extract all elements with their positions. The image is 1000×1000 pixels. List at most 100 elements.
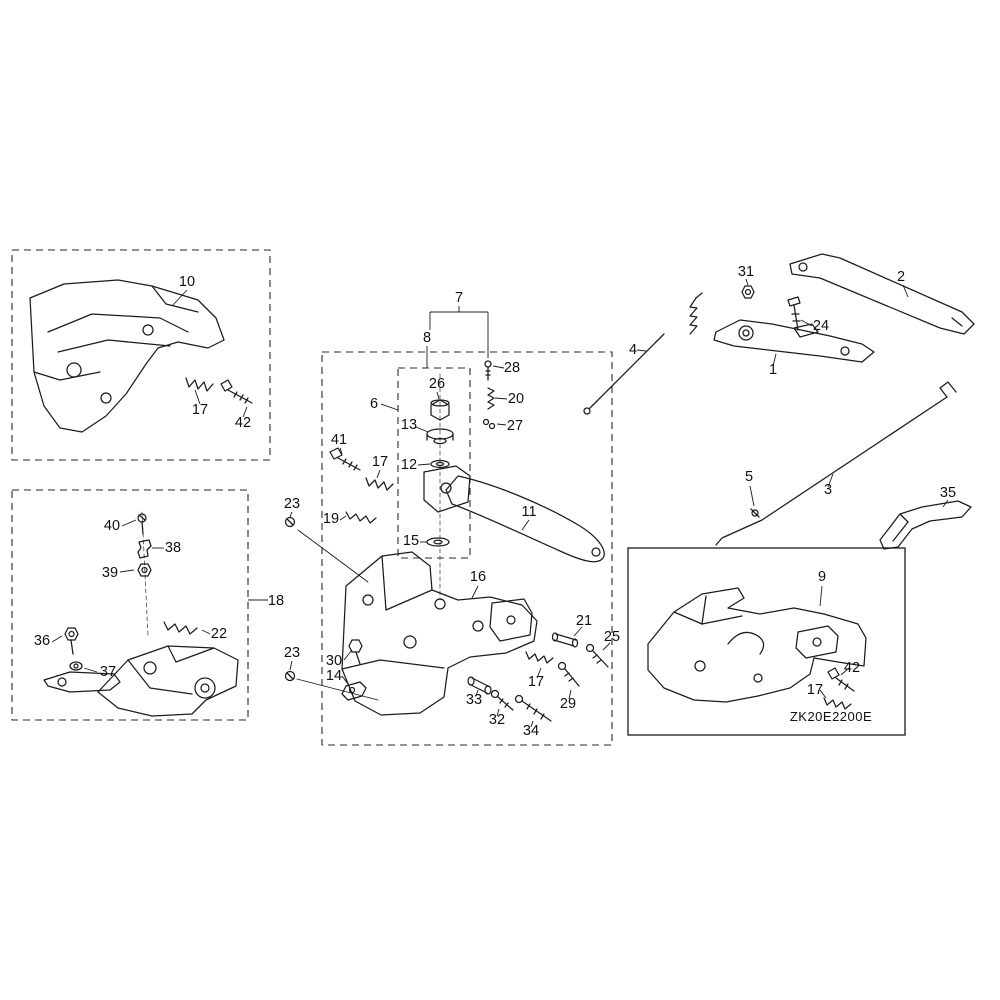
part-label-2: 2 xyxy=(897,269,905,285)
part-label-4: 4 xyxy=(629,342,637,358)
part-19-spring xyxy=(345,511,377,524)
part-label-7: 7 xyxy=(455,290,463,306)
part-label-17: 17 xyxy=(807,682,823,698)
part-label-37: 37 xyxy=(100,664,116,680)
part-15-washer xyxy=(426,537,450,547)
dashed-box-part-18 xyxy=(11,489,249,721)
part-label-38: 38 xyxy=(165,540,181,556)
part-label-19: 19 xyxy=(323,511,339,527)
part-label-32: 32 xyxy=(489,712,505,728)
part-label-10: 10 xyxy=(179,274,195,290)
part-16-base-plate xyxy=(341,551,538,716)
part-17-spring-center-lower xyxy=(525,651,554,664)
part-label-6: 6 xyxy=(370,396,378,412)
part-label-42: 42 xyxy=(844,660,860,676)
part-26-nut xyxy=(430,399,450,421)
part-6-shaft-stack xyxy=(426,373,454,601)
part-label-9: 9 xyxy=(818,569,826,585)
part-11-governor-arm xyxy=(423,465,605,563)
part-label-28: 28 xyxy=(504,360,520,376)
part-label-11: 11 xyxy=(521,504,536,520)
leader-lines xyxy=(51,278,949,728)
part-label-40: 40 xyxy=(104,518,120,534)
part-label-24: 24 xyxy=(813,318,829,334)
part-22-spring xyxy=(163,621,198,635)
part-label-33: 33 xyxy=(466,692,482,708)
part-label-17: 17 xyxy=(192,402,208,418)
part-label-17: 17 xyxy=(372,454,388,470)
part-17-spring-topleft xyxy=(185,377,214,392)
part-37-washer xyxy=(69,661,83,671)
part-40-screw xyxy=(137,513,147,535)
part-13-cup-washer xyxy=(426,428,454,445)
part-32-bolt xyxy=(490,689,514,711)
part-label-15: 15 xyxy=(403,533,419,549)
part-label-31: 31 xyxy=(738,264,754,280)
part-39-nut xyxy=(137,563,152,577)
part-5-clip xyxy=(750,508,760,518)
part-21-pin xyxy=(551,632,579,648)
part-23-screw-lower xyxy=(284,670,379,701)
solid-box-part-9 xyxy=(627,547,906,736)
part-label-29: 29 xyxy=(560,696,576,712)
part-27-clip xyxy=(482,418,496,430)
part-label-39: 39 xyxy=(102,565,118,581)
part-label-8: 8 xyxy=(423,330,431,346)
part-label-22: 22 xyxy=(211,626,227,642)
part-24-bolt xyxy=(787,296,801,331)
part-label-14: 14 xyxy=(326,668,342,684)
part-29-bolt xyxy=(557,661,580,687)
group-reference-boxes xyxy=(11,249,906,746)
part-20-spring xyxy=(487,387,495,410)
part-label-27: 27 xyxy=(507,418,523,434)
part-label-26: 26 xyxy=(429,376,445,392)
part-label-20: 20 xyxy=(508,391,524,407)
part-31-nut xyxy=(741,285,755,299)
dashed-box-part-6 xyxy=(397,367,471,559)
dashed-box-part-10 xyxy=(11,249,271,461)
part-38-fitting xyxy=(137,539,152,559)
part-36-bolt xyxy=(64,627,79,655)
part-37-lever xyxy=(43,671,121,693)
part-label-5: 5 xyxy=(745,469,753,485)
part-33-pin xyxy=(467,676,492,695)
part-41-bolt xyxy=(329,447,361,471)
part-18-bracket xyxy=(97,645,239,717)
part-23-screw-upper xyxy=(284,516,369,583)
part-label-42: 42 xyxy=(235,415,251,431)
part-12-washer xyxy=(430,459,450,469)
part-label-18: 18 xyxy=(268,593,284,609)
dashed-box-center-assembly xyxy=(321,351,613,746)
part-17-spring-box9 xyxy=(823,697,852,710)
part-9-control-base xyxy=(647,587,867,703)
part-label-16: 16 xyxy=(470,569,486,585)
part-label-3: 3 xyxy=(824,482,832,498)
part-25-bolt xyxy=(585,643,609,668)
part-3-choke-rod xyxy=(715,381,957,546)
part-17-spring-center-upper xyxy=(365,477,394,491)
part-34-bolt xyxy=(514,694,552,722)
part-label-41: 41 xyxy=(331,432,347,448)
part-4-spring xyxy=(583,292,703,415)
callout-bracket-7-8 xyxy=(426,306,489,368)
part-10-control-bracket xyxy=(29,279,225,433)
part-42-bolt-topleft xyxy=(220,379,253,404)
part-label-23: 23 xyxy=(284,496,300,512)
part-label-13: 13 xyxy=(401,417,417,433)
part-label-35: 35 xyxy=(940,485,956,501)
part-42-bolt-box9 xyxy=(827,667,855,692)
part-35-bracket xyxy=(879,500,972,550)
part-2-governor-rod-arm xyxy=(789,253,975,335)
part-label-25: 25 xyxy=(604,629,620,645)
part-label-30: 30 xyxy=(326,653,342,669)
part-label-12: 12 xyxy=(401,457,417,473)
part-30-bolt xyxy=(348,639,363,665)
part-label-34: 34 xyxy=(523,723,539,739)
part-1-control-lever xyxy=(713,319,875,363)
part-18-assembly xyxy=(43,511,239,717)
diagram-code: ZK20E2200E xyxy=(790,709,872,724)
part-label-21: 21 xyxy=(576,613,592,629)
part-label-1: 1 xyxy=(769,362,777,378)
part-label-17: 17 xyxy=(528,674,544,690)
